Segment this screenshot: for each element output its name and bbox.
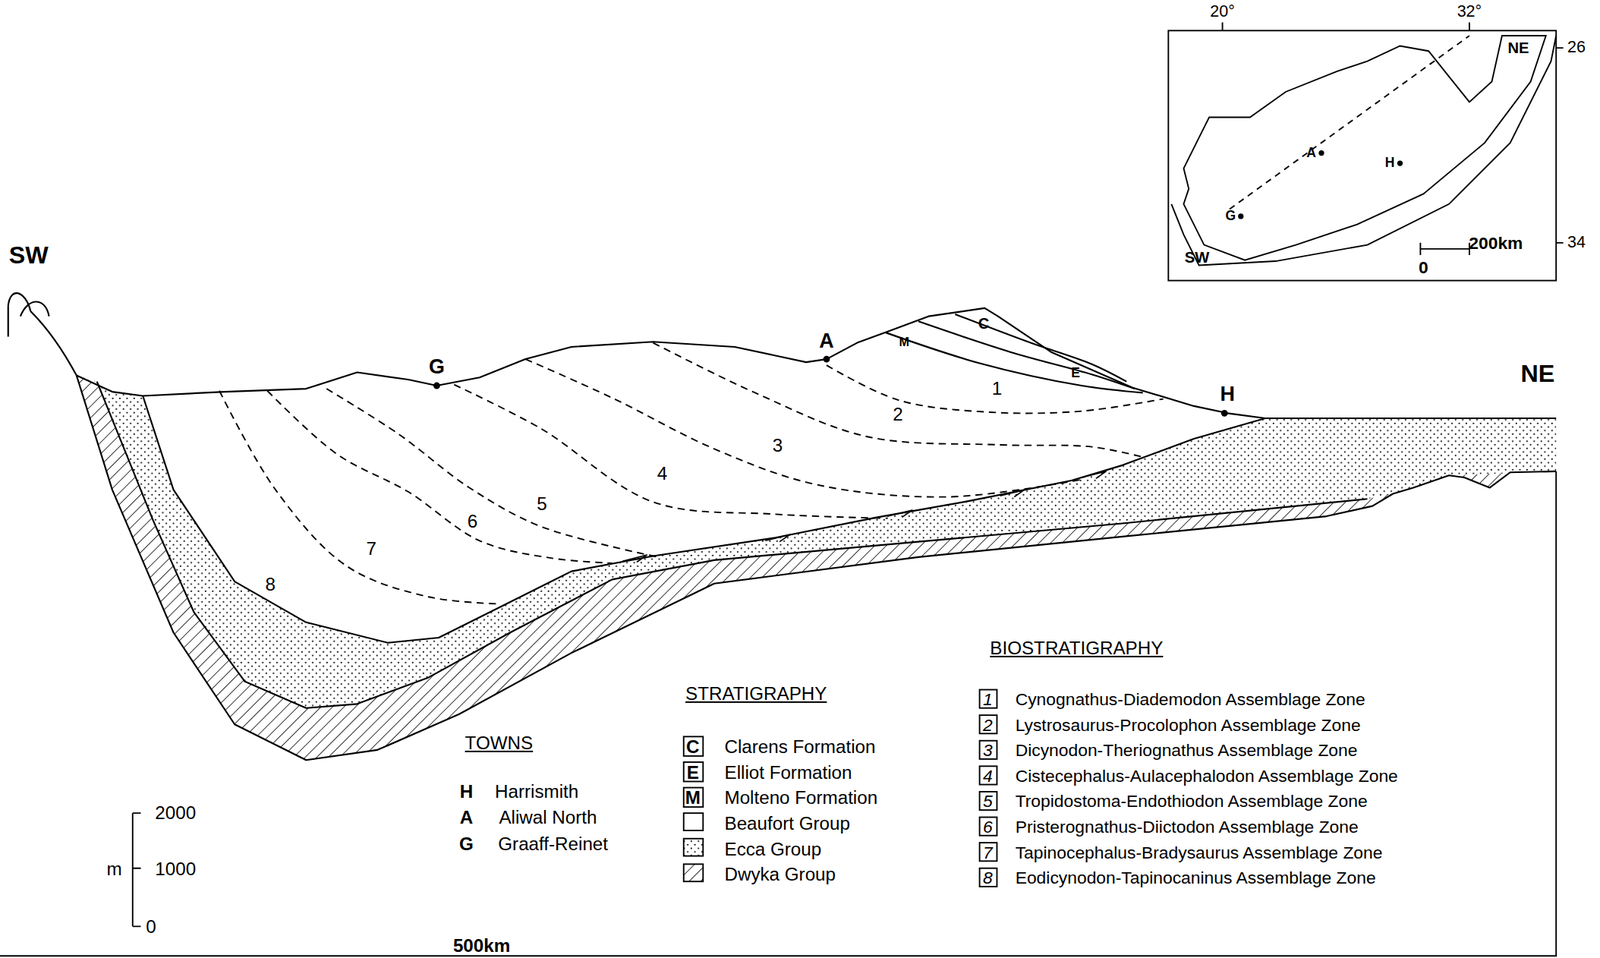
town-key: Aliwal North xyxy=(498,808,597,827)
legend-heading: STRATIGRAPHY xyxy=(685,684,827,703)
stratigraphy-key: Clarens Formation xyxy=(724,737,876,756)
direction-label: NE xyxy=(1521,361,1556,386)
direction-label: SW xyxy=(9,242,49,268)
inset-map-label: 26 xyxy=(1567,39,1586,57)
zone-number: 7 xyxy=(982,843,993,861)
inset-map-label: A xyxy=(1306,146,1317,160)
zone-number: 3 xyxy=(772,436,783,455)
scale-label: 2000 xyxy=(154,803,196,823)
biozone-key: Tropidostoma-Endothiodon Assemblage Zone xyxy=(1015,792,1368,810)
formation-letter: M xyxy=(685,788,701,807)
scale-label: 1000 xyxy=(154,859,196,879)
formation-letter: E xyxy=(1070,366,1081,380)
biozone-key: Dicynodon-Theriognathus Assemblage Zone xyxy=(1015,741,1358,760)
zone-number: 5 xyxy=(536,494,547,514)
town-key: H xyxy=(459,782,473,801)
inset-map-label: 32° xyxy=(1457,3,1483,21)
zone-number: 2 xyxy=(982,715,993,734)
inset-map-label: 0 xyxy=(1418,258,1429,277)
stratigraphy-key: Beaufort Group xyxy=(724,814,851,833)
scale-label: 0 xyxy=(145,917,156,936)
zone-number: 3 xyxy=(982,741,993,760)
town-letter: H xyxy=(1220,383,1235,404)
zone-number: 2 xyxy=(892,405,903,424)
biozone-key: Eodicynodon-Tapinocaninus Assemblage Zon… xyxy=(1015,869,1377,887)
zone-number: 4 xyxy=(982,766,993,785)
formation-letter: E xyxy=(686,763,700,782)
biozone-key: Tapinocephalus-Bradysaurus Assemblage Zo… xyxy=(1015,843,1383,861)
stratigraphy-key: Molteno Formation xyxy=(724,788,879,807)
zone-number: 6 xyxy=(467,512,478,531)
zone-number: 4 xyxy=(657,464,668,483)
town-letter: G xyxy=(428,355,445,377)
legend-swatch xyxy=(683,812,704,831)
biozone-key: Cynognathus-Diademodon Assemblage Zone xyxy=(1015,689,1366,708)
zone-number: 1 xyxy=(982,689,993,708)
inset-map-label: G xyxy=(1225,209,1237,223)
biozone-key: Cistecephalus-Aulacephalodon Assemblage … xyxy=(1015,766,1399,785)
stratigraphy-key: Elliot Formation xyxy=(724,763,853,782)
inset-map-label: SW xyxy=(1184,249,1210,265)
legend-heading: BIOSTRATIGRAPHY xyxy=(989,639,1163,658)
zone-number: 7 xyxy=(366,539,377,558)
zone-number: 8 xyxy=(265,575,276,594)
zone-number: 1 xyxy=(992,379,1002,398)
inset-map-label: 34 xyxy=(1567,234,1586,252)
scale-label: 500km xyxy=(453,936,511,955)
zone-number: 6 xyxy=(982,818,993,836)
formation-letter: C xyxy=(978,315,990,331)
town-key: G xyxy=(459,834,474,854)
inset-map-label: H xyxy=(1385,156,1396,170)
town-key: Graaff-Reinet xyxy=(497,834,608,854)
formation-letter: C xyxy=(686,737,700,756)
zone-number: 8 xyxy=(982,869,993,887)
inset-map-label: 200km xyxy=(1468,234,1523,252)
inset-map-label: NE xyxy=(1507,40,1529,56)
town-key: A xyxy=(459,808,473,827)
stratigraphy-key: Ecca Group xyxy=(724,839,823,858)
stratigraphy-key: Dwyka Group xyxy=(724,865,837,884)
biozone-key: Pristerognathus-Diictodon Assemblage Zon… xyxy=(1015,818,1359,836)
biozone-key: Lystrosaurus-Procolophon Assemblage Zone xyxy=(1015,715,1361,734)
town-letter: A xyxy=(818,330,834,352)
zone-number: 5 xyxy=(982,792,993,810)
formation-letter: M xyxy=(898,335,909,348)
inset-map-label: 20° xyxy=(1209,3,1235,21)
legend-heading: TOWNS xyxy=(465,733,534,753)
scale-label: m xyxy=(106,859,122,879)
town-key: Harrismith xyxy=(494,782,579,801)
